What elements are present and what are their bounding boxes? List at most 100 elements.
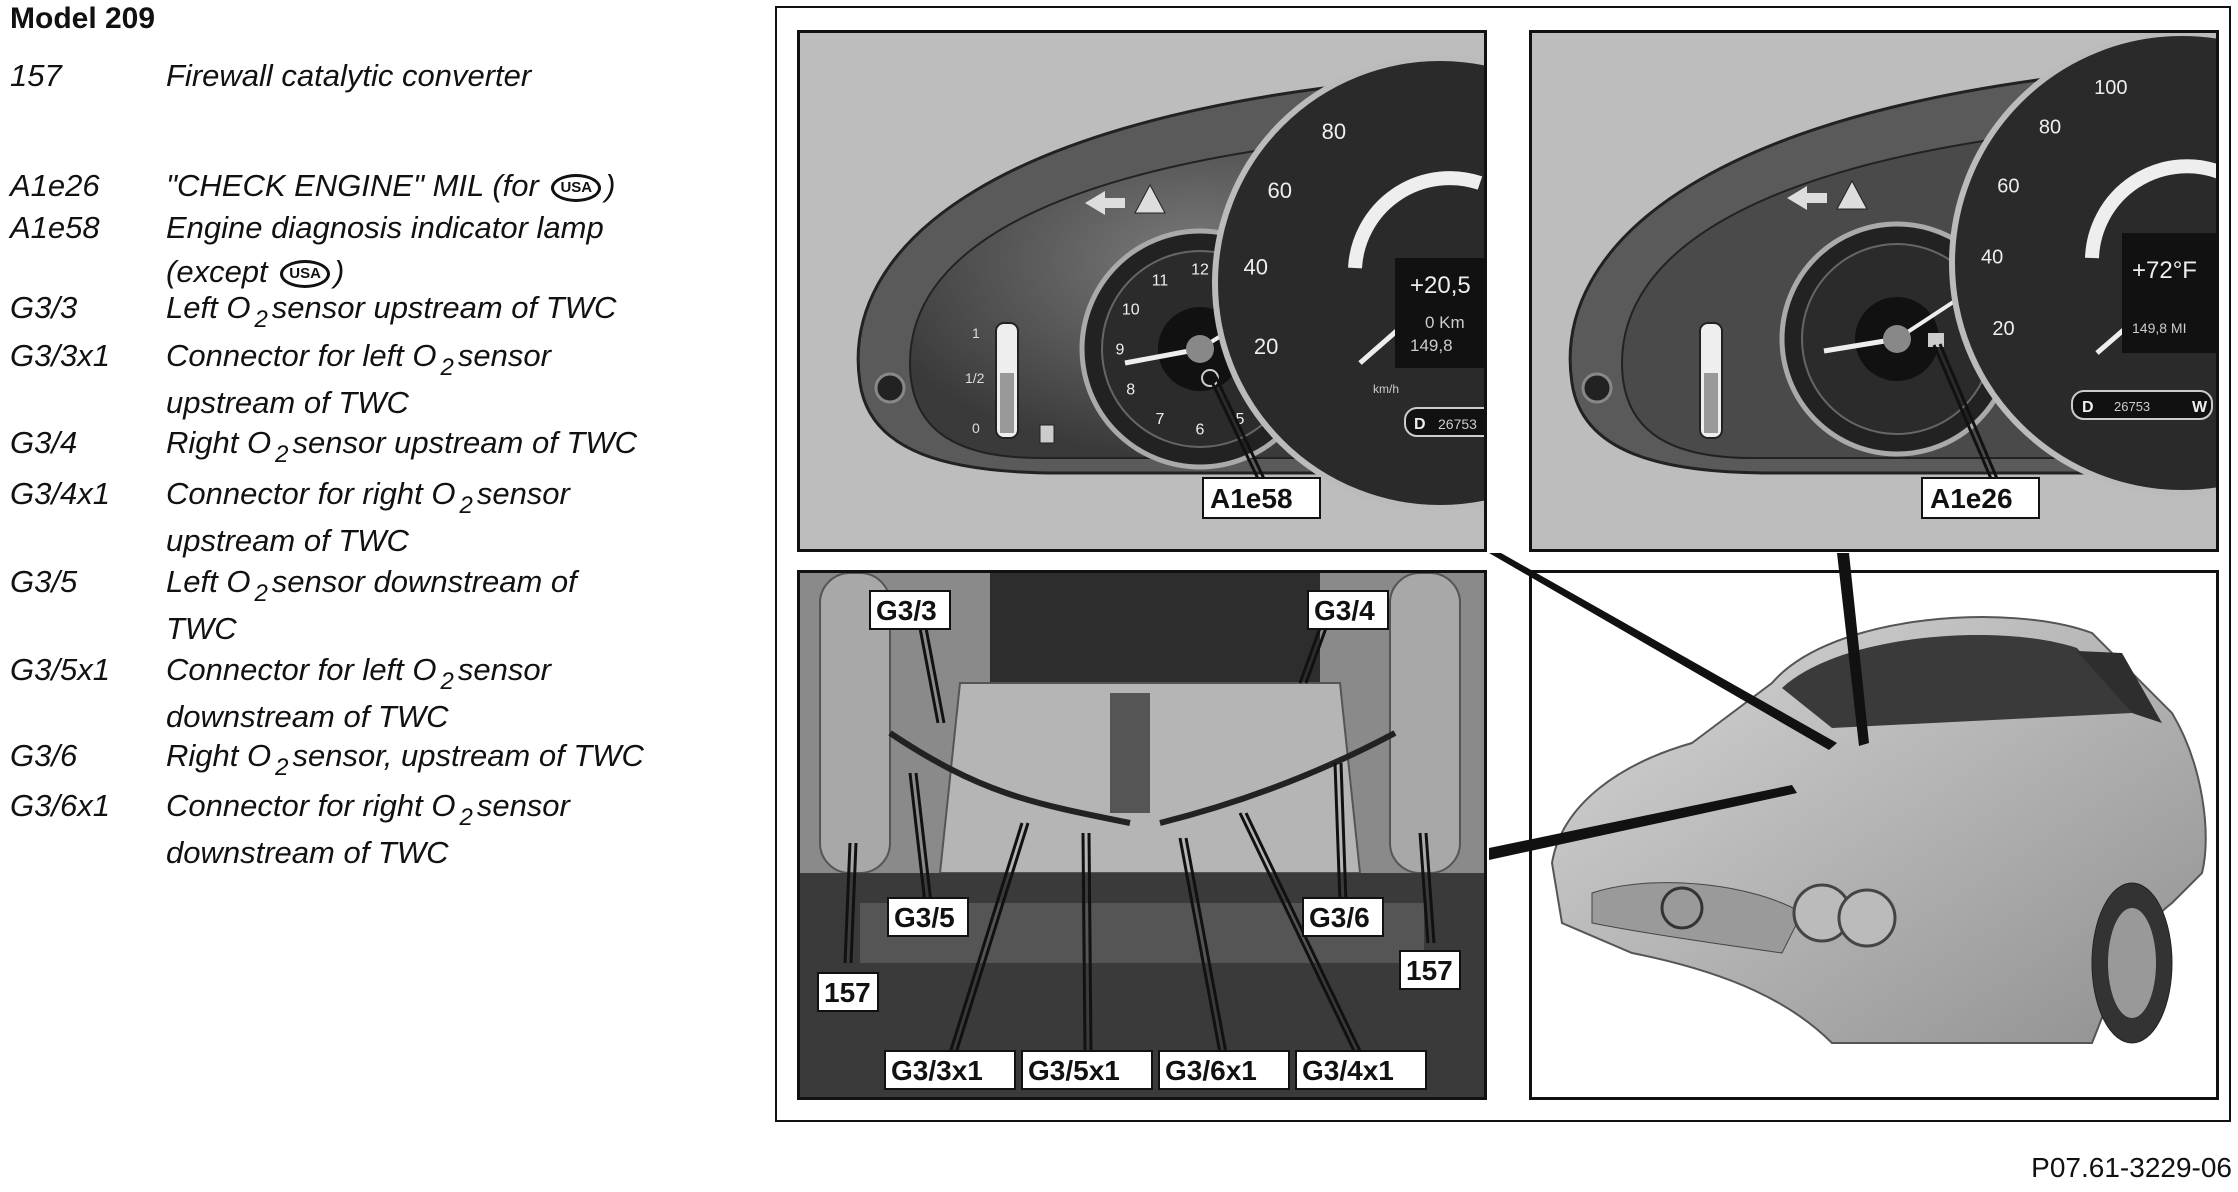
figure-id: P07.61-3229-06 <box>2031 1152 2232 1183</box>
multifunction-display <box>2122 233 2216 353</box>
wheel-rim-icon <box>2108 908 2156 1018</box>
legend-text: sensor upstream of TWC <box>292 425 638 460</box>
check-engine-lamp-icon <box>1928 333 1944 347</box>
legend-code: G3/4x1 <box>10 476 110 511</box>
subscript: 2 <box>254 306 268 333</box>
odometer-value: 26753 <box>2114 399 2150 414</box>
callout-g3-4x1: G3/4x1 <box>1302 1055 1394 1086</box>
odometer-box <box>2071 390 2213 420</box>
usa-badge-icon: USA <box>551 173 602 202</box>
legend-text: upstream of TWC <box>166 523 409 558</box>
legend-text: sensor, upstream of TWC <box>292 738 644 773</box>
turn-signal-icon <box>1085 191 1125 215</box>
subscript: 2 <box>254 580 268 607</box>
headlight-right-icon <box>1837 888 1897 948</box>
callout-box <box>887 897 969 937</box>
legend-text: ) <box>333 254 345 289</box>
speed-number: 100 <box>2094 77 2127 99</box>
legend-code: G3/5x1 <box>10 652 110 687</box>
legend-text: sensor <box>457 338 551 373</box>
speed-number: 20 <box>1992 318 2014 340</box>
callout-box <box>1307 590 1389 630</box>
legend-code: G3/6 <box>10 738 78 773</box>
underbody-illustration: G3/3 G3/4 G3/5 G3/6 157 157 G3/3x1 G3/5x… <box>800 573 1484 1097</box>
clock-number: 7 <box>1156 411 1165 428</box>
legend-text: Connector for left O <box>166 338 437 373</box>
legend-text: sensor <box>457 652 551 687</box>
car-side-window <box>2077 651 2162 723</box>
display-line: 0 Km <box>1425 313 1465 332</box>
callout-g3-3x1: G3/3x1 <box>891 1055 983 1086</box>
clock-hub <box>1186 335 1214 363</box>
leader-line <box>1932 344 1994 482</box>
legend-text: sensor upstream of TWC <box>271 290 617 325</box>
speed-number: 60 <box>1268 178 1292 203</box>
car-grille <box>1591 882 1803 954</box>
legend-text: sensor downstream of <box>271 564 577 599</box>
transmission-top <box>990 573 1320 683</box>
reset-knob-icon <box>874 372 906 404</box>
speedometer-dial <box>1212 55 1484 511</box>
legend-text: Left O <box>166 290 251 325</box>
legend-code: 157 <box>10 58 62 93</box>
speed-number: 80 <box>1322 119 1346 144</box>
legend-text: Connector for right O <box>166 788 456 823</box>
sensor-wire-left <box>888 730 1131 826</box>
legend-text: Right O <box>166 425 272 460</box>
display-temp: +72°F <box>2132 257 2197 284</box>
legend-text: ) <box>605 168 616 203</box>
subscript: 2 <box>440 354 454 381</box>
legend-code: A1e58 <box>10 210 100 245</box>
legend-code: A1e26 <box>10 168 100 203</box>
legend-text: upstream of TWC <box>166 385 409 420</box>
callout-box <box>1202 477 1321 519</box>
display-odo: 149,8 MI <box>2132 320 2186 336</box>
clock-number: 6 <box>1196 422 1205 439</box>
legend-text: Connector for left O <box>166 652 437 687</box>
callout-box <box>1399 950 1461 990</box>
speed-number: 20 <box>1254 334 1278 359</box>
fuel-level <box>1000 373 1014 433</box>
callout-g3-5x1: G3/5x1 <box>1028 1055 1120 1086</box>
transmission-mount <box>1110 693 1150 813</box>
legend-text: "CHECK ENGINE" MIL (for <box>166 168 539 203</box>
mercedes-star-icon <box>1660 886 1704 930</box>
callout-157-left: 157 <box>824 977 871 1008</box>
pointer-a1e26 <box>1837 553 1869 746</box>
callout-a1e26: A1e26 <box>1930 483 2013 514</box>
legend-text: (except <box>166 254 268 289</box>
subscript: 2 <box>459 492 473 519</box>
page-title: Model 209 <box>10 2 156 35</box>
callout-g3-5: G3/5 <box>894 902 955 933</box>
odometer-value: 26753 <box>1438 416 1477 432</box>
callout-g3-6: G3/6 <box>1309 902 1370 933</box>
clock-number: 9 <box>1116 342 1125 359</box>
callout-box <box>817 972 879 1012</box>
legend-text: Engine diagnosis indicator lamp <box>166 210 604 245</box>
legend-text: downstream of TWC <box>166 699 449 734</box>
fuel-bottom-label: 0 <box>972 420 980 436</box>
underbody-panel: G3/3 G3/4 G3/5 G3/6 157 157 G3/3x1 G3/5x… <box>797 570 1487 1100</box>
fuel-top-label: 1 <box>972 325 980 341</box>
subscript: 2 <box>275 441 289 468</box>
subscript: 2 <box>459 804 473 831</box>
reset-knob-icon <box>1581 372 1613 404</box>
usa-badge-icon: USA <box>280 259 330 288</box>
hazard-icon <box>1134 183 1166 214</box>
legend-text: sensor <box>476 476 570 511</box>
subscript: 2 <box>440 668 454 695</box>
callout-box <box>1295 1050 1427 1090</box>
legend-code: G3/3 <box>10 290 78 325</box>
leader-lines <box>843 627 1436 1054</box>
pointer-underbody <box>1489 785 1797 860</box>
speed-unit: km/h <box>1373 382 1399 396</box>
